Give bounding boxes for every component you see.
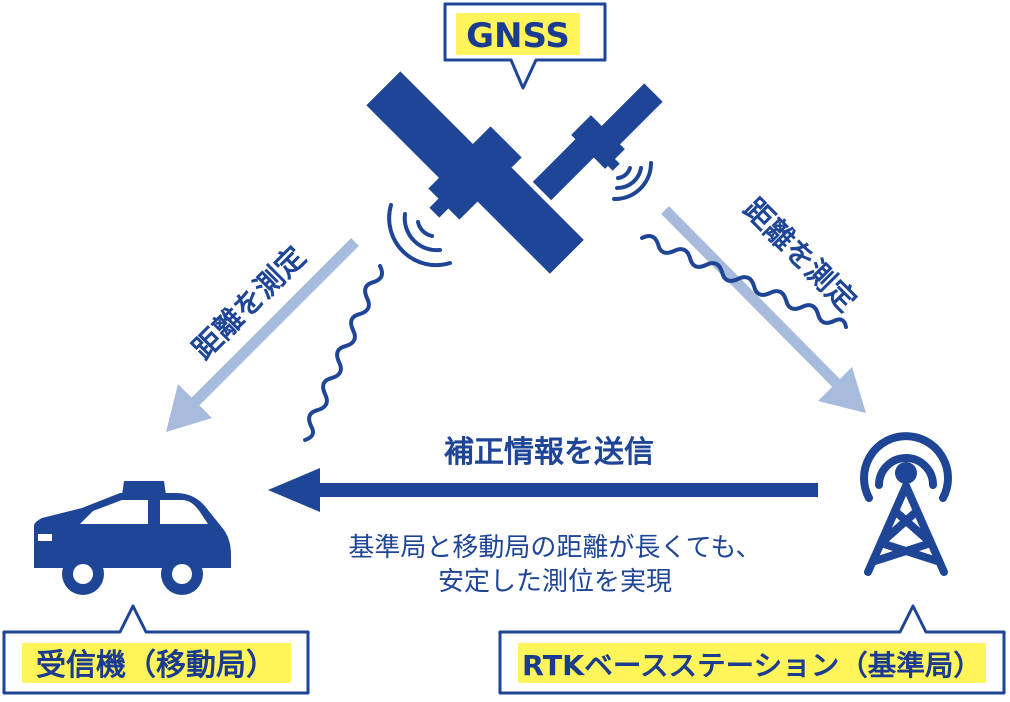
base-station-icon	[860, 432, 952, 576]
gnss-highlight	[456, 13, 580, 55]
measure-arrow-right	[661, 206, 866, 413]
base-label: RTKベースステーション（基準局）	[522, 649, 982, 682]
receiver-callout: 受信機（移動局）	[2, 604, 310, 695]
base-highlight	[518, 643, 986, 683]
gnss-callout: GNSS	[443, 2, 607, 90]
measure-arrow-left	[166, 238, 359, 432]
receiver-highlight	[22, 643, 291, 683]
wave-right	[640, 234, 848, 329]
satellite-large-icon	[366, 71, 584, 274]
correction-arrow	[268, 468, 818, 512]
gnss-label: GNSS	[466, 16, 570, 56]
correction-label: 補正情報を送信	[443, 435, 654, 470]
description-line-1: 基準局と移動局の距離が長くても、	[348, 533, 761, 563]
base-callout: RTKベースステーション（基準局）	[498, 604, 1006, 695]
receiver-label: 受信機（移動局）	[36, 648, 276, 683]
wave-left	[303, 264, 384, 442]
signal-arcs-left	[387, 203, 452, 268]
description-line-2: 安定した測位を実現	[438, 567, 672, 597]
signal-arcs-right	[612, 161, 653, 202]
car-icon	[34, 481, 231, 595]
satellite-small-icon	[532, 83, 663, 201]
